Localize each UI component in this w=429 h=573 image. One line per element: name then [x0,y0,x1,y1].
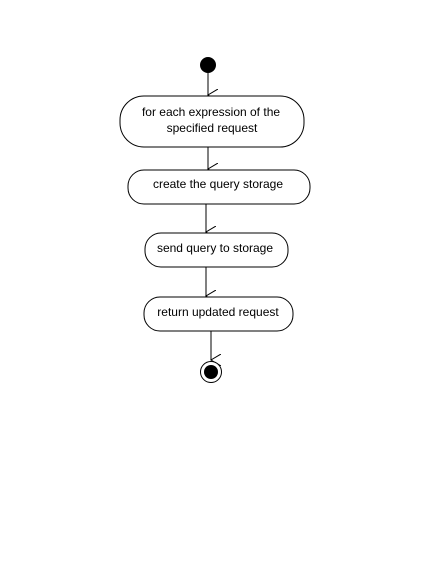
action-label: create the query storage [153,177,283,191]
action-label-line-1: for each expression of the [142,105,280,119]
initial-node[interactable] [200,57,216,73]
action-node-for-each-expression[interactable]: for each expression of the specified req… [119,95,305,148]
action-label: return updated request [157,305,279,319]
action-label-line-2: specified request [167,121,258,135]
action-node-return-updated-request[interactable]: return updated request [143,296,294,332]
action-node-send-query-to-storage[interactable]: send query to storage [144,232,289,268]
action-label: send query to storage [157,241,273,255]
final-node[interactable] [200,361,222,383]
action-node-create-query-storage[interactable]: create the query storage [127,169,311,205]
